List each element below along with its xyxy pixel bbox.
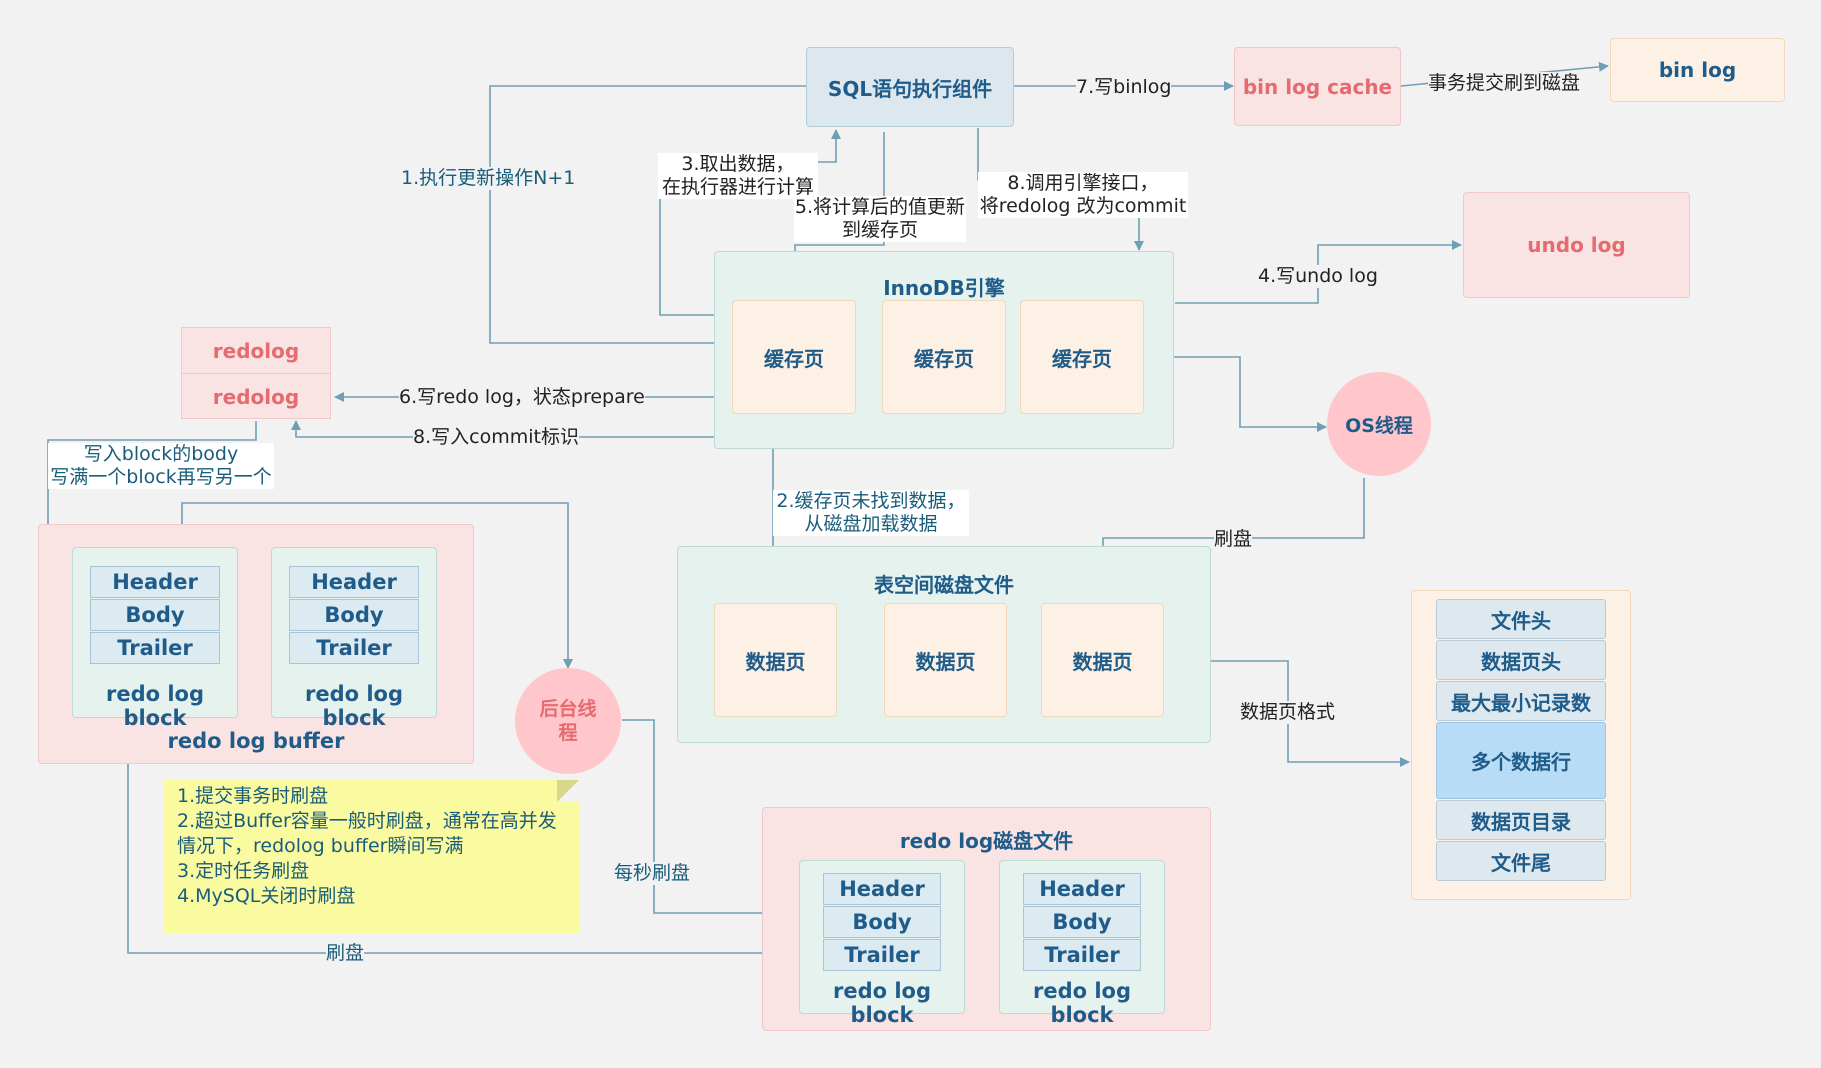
page-format-panel: 文件头 数据页头 最大最小记录数 多个数据行 数据页目录 文件尾 — [1411, 590, 1631, 900]
redolog-stack: redolog redolog — [181, 327, 331, 419]
redo-log-block: Header Body Trailer redo log block — [799, 860, 965, 1027]
label-step2: 2.缓存页未找到数据， 从磁盘加载数据 — [773, 490, 969, 536]
label-step4: 4.写undo log — [1258, 265, 1378, 288]
note-triangle — [557, 780, 579, 802]
label-page-format: 数据页格式 — [1240, 701, 1336, 724]
block-header: Header — [90, 566, 220, 598]
label-step6: 6.写redo log，状态prepare — [399, 386, 645, 409]
label-step7: 7.写binlog — [1076, 76, 1172, 99]
label-commit-flush: 事务提交刷到磁盘 — [1428, 72, 1581, 95]
block-body: Body — [1023, 906, 1141, 938]
label-flush-os: 刷盘 — [1214, 528, 1253, 551]
bin-log-box: bin log — [1610, 38, 1785, 102]
block-header: Header — [289, 566, 419, 598]
flush-conditions-note: 1.提交事务时刷盘 2.超过Buffer容量一般时刷盘，通常在高并发 情况下，r… — [163, 780, 579, 933]
format-row: 最大最小记录数 — [1436, 681, 1606, 721]
format-row: 文件尾 — [1436, 841, 1606, 881]
label-write-block: 写入block的body 写满一个block再写另一个 — [48, 443, 274, 489]
redo-log-disk-title: redo log磁盘文件 — [899, 829, 1074, 853]
format-row: 数据页头 — [1436, 640, 1606, 680]
tablespace-title: 表空间磁盘文件 — [874, 573, 1014, 597]
block-trailer: Trailer — [289, 632, 419, 664]
innodb-engine-panel: InnoDB引擎 缓存页 缓存页 缓存页 — [714, 251, 1174, 449]
block-trailer: Trailer — [1023, 939, 1141, 971]
tablespace-panel: 表空间磁盘文件 数据页 数据页 数据页 — [677, 546, 1211, 743]
redo-log-buffer-panel: Header Body Trailer redo log block Heade… — [38, 524, 474, 764]
block-body: Body — [289, 599, 419, 631]
undo-log-box: undo log — [1463, 192, 1690, 298]
redo-log-block: Header Body Trailer redo log block — [271, 547, 437, 730]
bin-log-cache-box: bin log cache — [1234, 47, 1401, 126]
block-header: Header — [823, 873, 941, 905]
arrow-per-sec — [622, 719, 799, 918]
sql-executor-box: SQL语句执行组件 — [806, 47, 1014, 127]
block-caption: redo log block — [1032, 979, 1132, 1027]
block-caption: redo log block — [832, 979, 932, 1027]
innodb-title: InnoDB引擎 — [883, 276, 1005, 300]
data-page: 数据页 — [884, 603, 1007, 717]
redo-log-buffer-title: redo log buffer — [167, 729, 345, 753]
redolog-entry: redolog — [182, 328, 330, 374]
block-header: Header — [1023, 873, 1141, 905]
block-trailer: Trailer — [823, 939, 941, 971]
arrow-flush-buffer — [127, 718, 799, 958]
block-trailer: Trailer — [90, 632, 220, 664]
block-caption: redo log block — [105, 682, 205, 730]
format-row: 数据页目录 — [1436, 800, 1606, 840]
format-row-highlight: 多个数据行 — [1436, 722, 1606, 799]
background-thread-circle: 后台线 程 — [515, 668, 621, 774]
redo-log-block: Header Body Trailer redo log block — [999, 860, 1165, 1027]
label-flush-per-sec: 每秒刷盘 — [614, 862, 691, 885]
label-step8a: 8.调用引擎接口， 将redolog 改为commit — [978, 172, 1188, 218]
label-flush-buffer: 刷盘 — [326, 942, 365, 965]
data-page: 数据页 — [714, 603, 837, 717]
redo-log-disk-panel: redo log磁盘文件 Header Body Trailer redo lo… — [762, 807, 1211, 1031]
block-body: Body — [823, 906, 941, 938]
data-page: 数据页 — [1041, 603, 1164, 717]
arrow-to-os — [1144, 356, 1327, 432]
label-step5: 5.将计算后的值更新 到缓存页 — [794, 196, 966, 242]
redolog-entry: redolog — [212, 384, 300, 409]
note-text: 1.提交事务时刷盘 2.超过Buffer容量一般时刷盘，通常在高并发 情况下，r… — [177, 785, 557, 907]
format-row: 文件头 — [1436, 599, 1606, 639]
label-step3: 3.取出数据， 在执行器进行计算 — [658, 153, 818, 199]
cache-page: 缓存页 — [1020, 300, 1144, 414]
os-thread-circle: OS线程 — [1327, 372, 1431, 476]
label-step1: 1.执行更新操作N+1 — [401, 167, 576, 190]
block-caption: redo log block — [304, 682, 404, 730]
arrow-step1 — [489, 85, 806, 348]
cache-page: 缓存页 — [882, 300, 1006, 414]
cache-page: 缓存页 — [732, 300, 856, 414]
block-body: Body — [90, 599, 220, 631]
redo-log-block: Header Body Trailer redo log block — [72, 547, 238, 730]
label-step8b: 8.写入commit标识 — [413, 426, 579, 449]
